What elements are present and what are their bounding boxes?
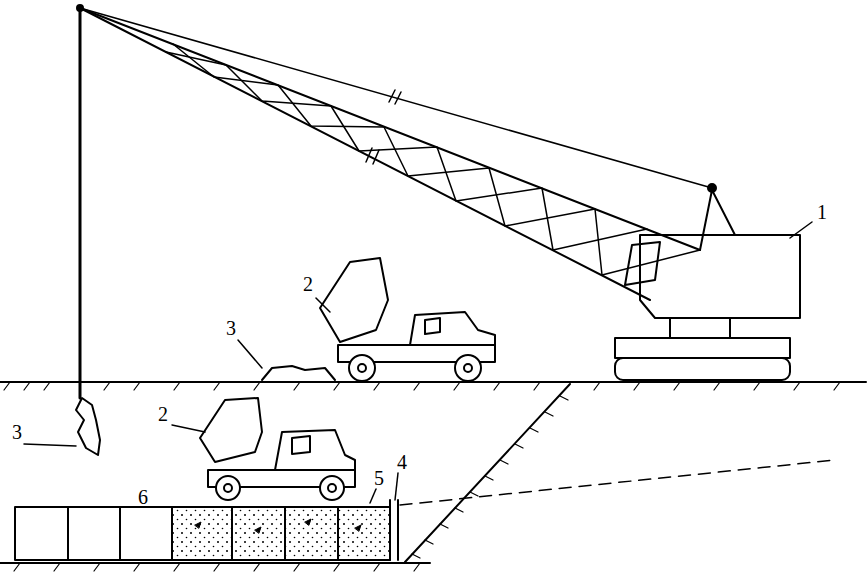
crane (76, 5, 800, 455)
dump-truck (200, 398, 355, 500)
callout-number: 3 (224, 317, 238, 339)
callout-number: 2 (301, 273, 315, 295)
callout-number: 1 (815, 201, 829, 223)
leader-lines (24, 222, 812, 507)
callout-number: 3 (10, 421, 24, 443)
wall-blocks (15, 500, 398, 560)
callout-number: 6 (136, 486, 150, 508)
ground (0, 382, 866, 571)
callout-number: 5 (372, 467, 386, 489)
callout-number: 2 (156, 403, 170, 425)
dump-truck (262, 258, 495, 381)
callout-number: 4 (395, 451, 409, 473)
